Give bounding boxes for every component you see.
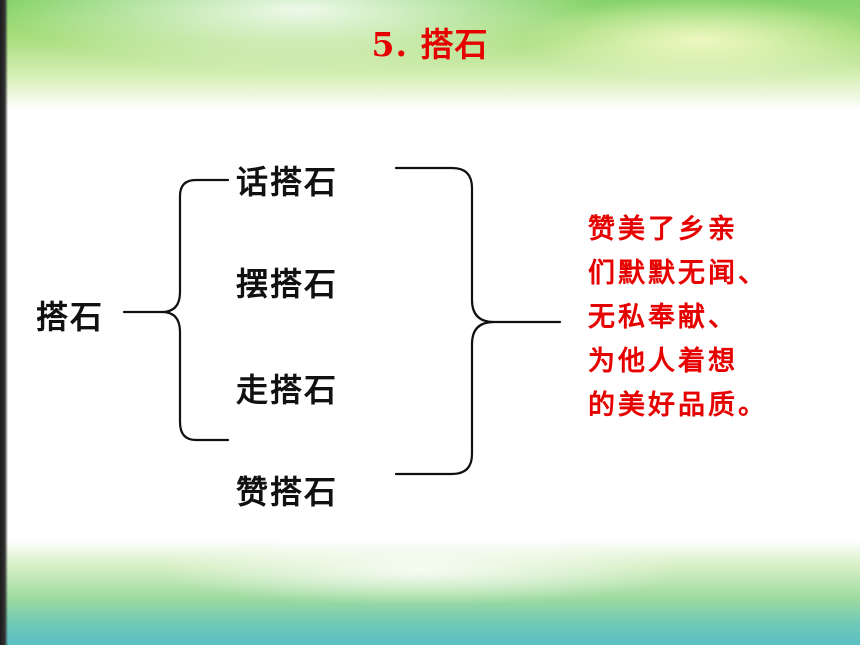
summary-line-5: 的美好品质。 (588, 390, 768, 421)
summary-line-4: 为他人着想 (588, 346, 738, 377)
summary-line-3: 无私奉献、 (588, 302, 738, 333)
bottom-gradient-band (0, 540, 860, 645)
summary-line-2: 们默默无闻、 (588, 258, 768, 289)
branch-item-3: 走搭石 (236, 371, 339, 409)
branch-item-2: 摆搭石 (236, 265, 339, 303)
left-brace (122, 178, 230, 442)
slide-title: 5. 搭石 (371, 25, 489, 64)
root-label: 搭石 (36, 298, 105, 336)
right-brace (394, 166, 562, 476)
summary-line-1: 赞美了乡亲 (588, 214, 738, 245)
summary-text: 赞美了乡亲 们默默无闻、 无私奉献、 为他人着想 的美好品质。 (588, 208, 818, 428)
top-gradient-band (0, 0, 860, 110)
branch-item-4: 赞搭石 (236, 473, 339, 511)
left-dark-edge (0, 0, 8, 645)
branch-item-1: 话搭石 (236, 163, 339, 201)
